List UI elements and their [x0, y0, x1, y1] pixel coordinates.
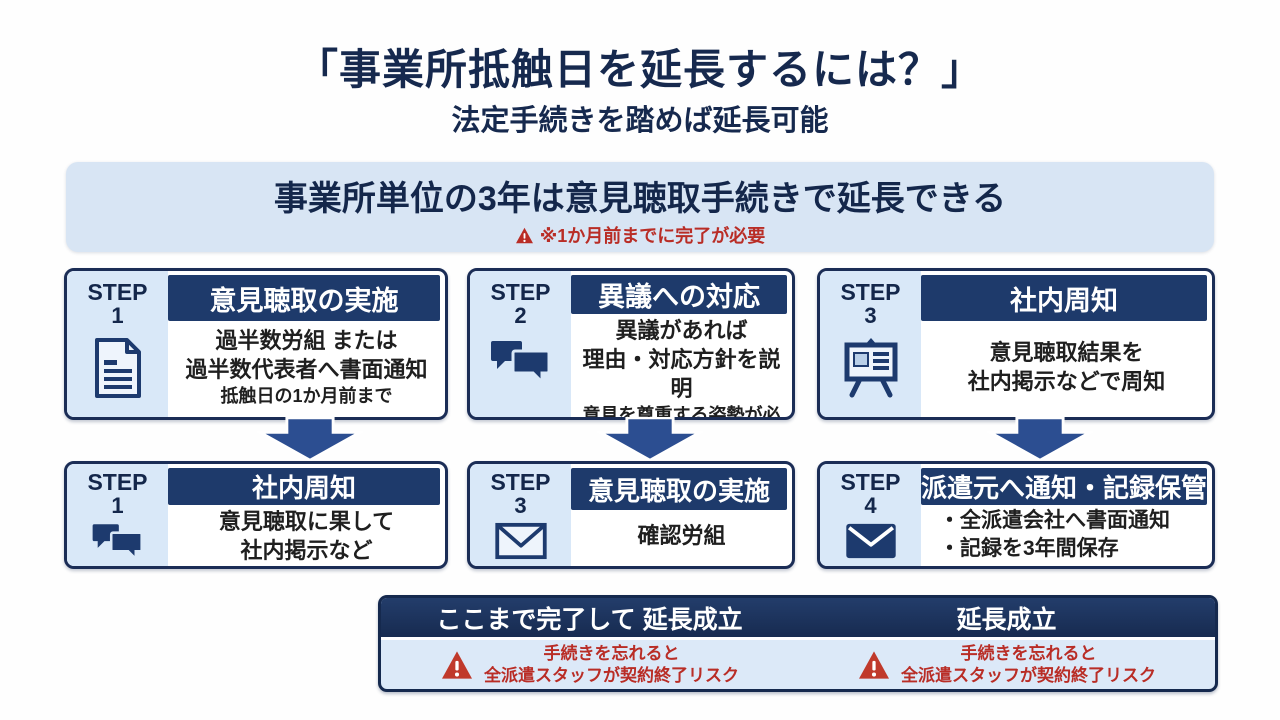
completion-banner: ここまで完了して 延長成立 延長成立 手続きを忘れると 全派遣スタッフが契約終了…: [378, 595, 1218, 692]
step-number: 1: [111, 493, 124, 519]
step-box-row2-1: STEP 1 社内周知 意見聴取に果して 社内掲示など: [64, 461, 448, 569]
completion-banner-titles: ここまで完了して 延長成立 延長成立: [381, 598, 1215, 640]
step-number: 3: [864, 303, 877, 329]
step-body: 確認労組: [571, 510, 792, 566]
banner-warning-text: ※1か月前までに完了が必要: [539, 226, 766, 246]
envelope-outline-icon: [494, 523, 547, 560]
risk-cell-right: 手続きを忘れると 全派遣スタッフが契約終了リスク: [798, 640, 1215, 689]
warning-triangle-icon: [442, 650, 472, 679]
step-label: STEP: [87, 279, 148, 305]
risk-text: 手続きを忘れると 全派遣スタッフが契約終了リスク: [901, 643, 1156, 686]
step-number: 3: [514, 493, 527, 519]
completion-title-right: 延長成立: [956, 605, 1057, 634]
step-number: 4: [864, 493, 877, 519]
step-body-line: 異議があれば: [615, 318, 748, 343]
step-side-panel: STEP 3: [470, 464, 571, 566]
step-body-note: 抵触日の1か月前まで: [220, 385, 393, 406]
step-body: 意見聴取結果を 社内掲示などで周知: [921, 321, 1212, 417]
down-arrow-icon: [597, 417, 703, 462]
step-number: 2: [514, 303, 527, 329]
step-side-panel: STEP 4: [820, 464, 921, 566]
step-body: 意見聴取に果して 社内掲示など: [168, 505, 445, 566]
step-body-line: 過半数労組 または: [215, 327, 398, 353]
envelope-filled-icon: [845, 524, 896, 559]
step-body-line: ・全派遣会社へ書面通知: [939, 509, 1170, 532]
step-header: 社内周知: [168, 468, 440, 505]
step-box-row2-2: STEP 3 意見聴取の実施 確認労組: [467, 461, 795, 569]
page-title: 「事業所抵触日を延長するには？」: [295, 46, 984, 93]
step-label: STEP: [87, 469, 148, 495]
step-body: 異議があれば 理由・対応方針を説明 意見を尊重する姿勢が必要: [571, 314, 792, 420]
step-body-line: 意見聴取に果して: [218, 509, 395, 534]
step-body-line: ・記録を3年間保存: [939, 537, 1119, 561]
step-side-panel: STEP 2: [470, 271, 571, 417]
step-header: 意見聴取の実施: [168, 275, 440, 321]
notice-board-icon: [844, 338, 897, 398]
step-body-line: 意見聴取結果を: [989, 339, 1144, 365]
warning-triangle-icon: [515, 227, 533, 243]
step-body-line: 社内掲示などで周知: [967, 369, 1166, 394]
document-icon: [94, 338, 141, 399]
warning-triangle-icon: [859, 650, 889, 679]
risk-cell-left: 手続きを忘れると 全派遣スタッフが契約終了リスク: [381, 640, 798, 689]
step-box-row1-1: STEP 1 意見聴取の実施 過半数労組 または 過半数代表者へ書面通知 抵触日…: [64, 268, 448, 420]
down-arrow-icon: [987, 417, 1093, 462]
completion-title-left: ここまで完了して 延長成立: [436, 605, 743, 634]
step-side-panel: STEP 3: [820, 271, 921, 417]
step-body-line: 社内掲示など: [240, 538, 373, 564]
step-number: 1: [111, 303, 124, 329]
step-body-line: 過半数代表者へ書面通知: [185, 356, 428, 382]
step-label: STEP: [490, 469, 551, 495]
step-label: STEP: [840, 279, 901, 305]
step-label: STEP: [490, 279, 551, 305]
step-header: 社内周知: [921, 275, 1207, 321]
step-body-line: 理由・対応方針を説明: [582, 347, 781, 402]
banner-warning: ※1か月前までに完了が必要: [66, 222, 1214, 248]
speech-bubbles-icon: [490, 341, 550, 386]
step-box-row1-2: STEP 2 異議への対応 異議があれば 理由・対応方針を説明 意見を尊重する姿…: [467, 268, 795, 420]
speech-bubbles-icon: [92, 524, 143, 563]
step-body-note: 意見を尊重する姿勢が必要: [582, 405, 781, 420]
risk-line-2: 全派遣スタッフが契約終了リスク: [484, 665, 739, 685]
step-side-panel: STEP 1: [67, 271, 168, 417]
risk-line-2: 全派遣スタッフが契約終了リスク: [901, 665, 1156, 685]
banner-heading: 事業所単位の3年は意見聴取手続きで延長できる: [273, 180, 1007, 218]
risk-line-1: 手続きを忘れると: [543, 644, 680, 664]
key-message-banner: 事業所単位の3年は意見聴取手続きで延長できる ※1か月前までに完了が必要: [66, 162, 1214, 252]
step-body: ・全派遣会社へ書面通知 ・記録を3年間保存: [921, 505, 1212, 566]
page-subtitle: 法定手続きを踏めば延長可能: [451, 105, 829, 137]
step-box-row1-3: STEP 3 社内周知 意見聴取結果を 社内掲示などで周知: [817, 268, 1215, 420]
step-body: 過半数労組 または 過半数代表者へ書面通知 抵触日の1か月前まで: [168, 321, 445, 417]
step-header: 異議への対応: [571, 275, 787, 314]
down-arrow-icon: [257, 417, 363, 462]
step-header: 意見聴取の実施: [571, 468, 787, 510]
step-body-line: 確認労組: [637, 523, 726, 549]
risk-text: 手続きを忘れると 全派遣スタッフが契約終了リスク: [484, 643, 739, 686]
completion-banner-risks: 手続きを忘れると 全派遣スタッフが契約終了リスク 手続きを忘れると 全派遣スタッ…: [381, 640, 1215, 689]
step-box-row2-3: STEP 4 派遣元へ通知・記録保管 ・全派遣会社へ書面通知 ・記録を3年間保存: [817, 461, 1215, 569]
step-header: 派遣元へ通知・記録保管: [921, 468, 1207, 505]
step-side-panel: STEP 1: [67, 464, 168, 566]
step-label: STEP: [840, 469, 901, 495]
risk-line-1: 手続きを忘れると: [960, 644, 1097, 664]
